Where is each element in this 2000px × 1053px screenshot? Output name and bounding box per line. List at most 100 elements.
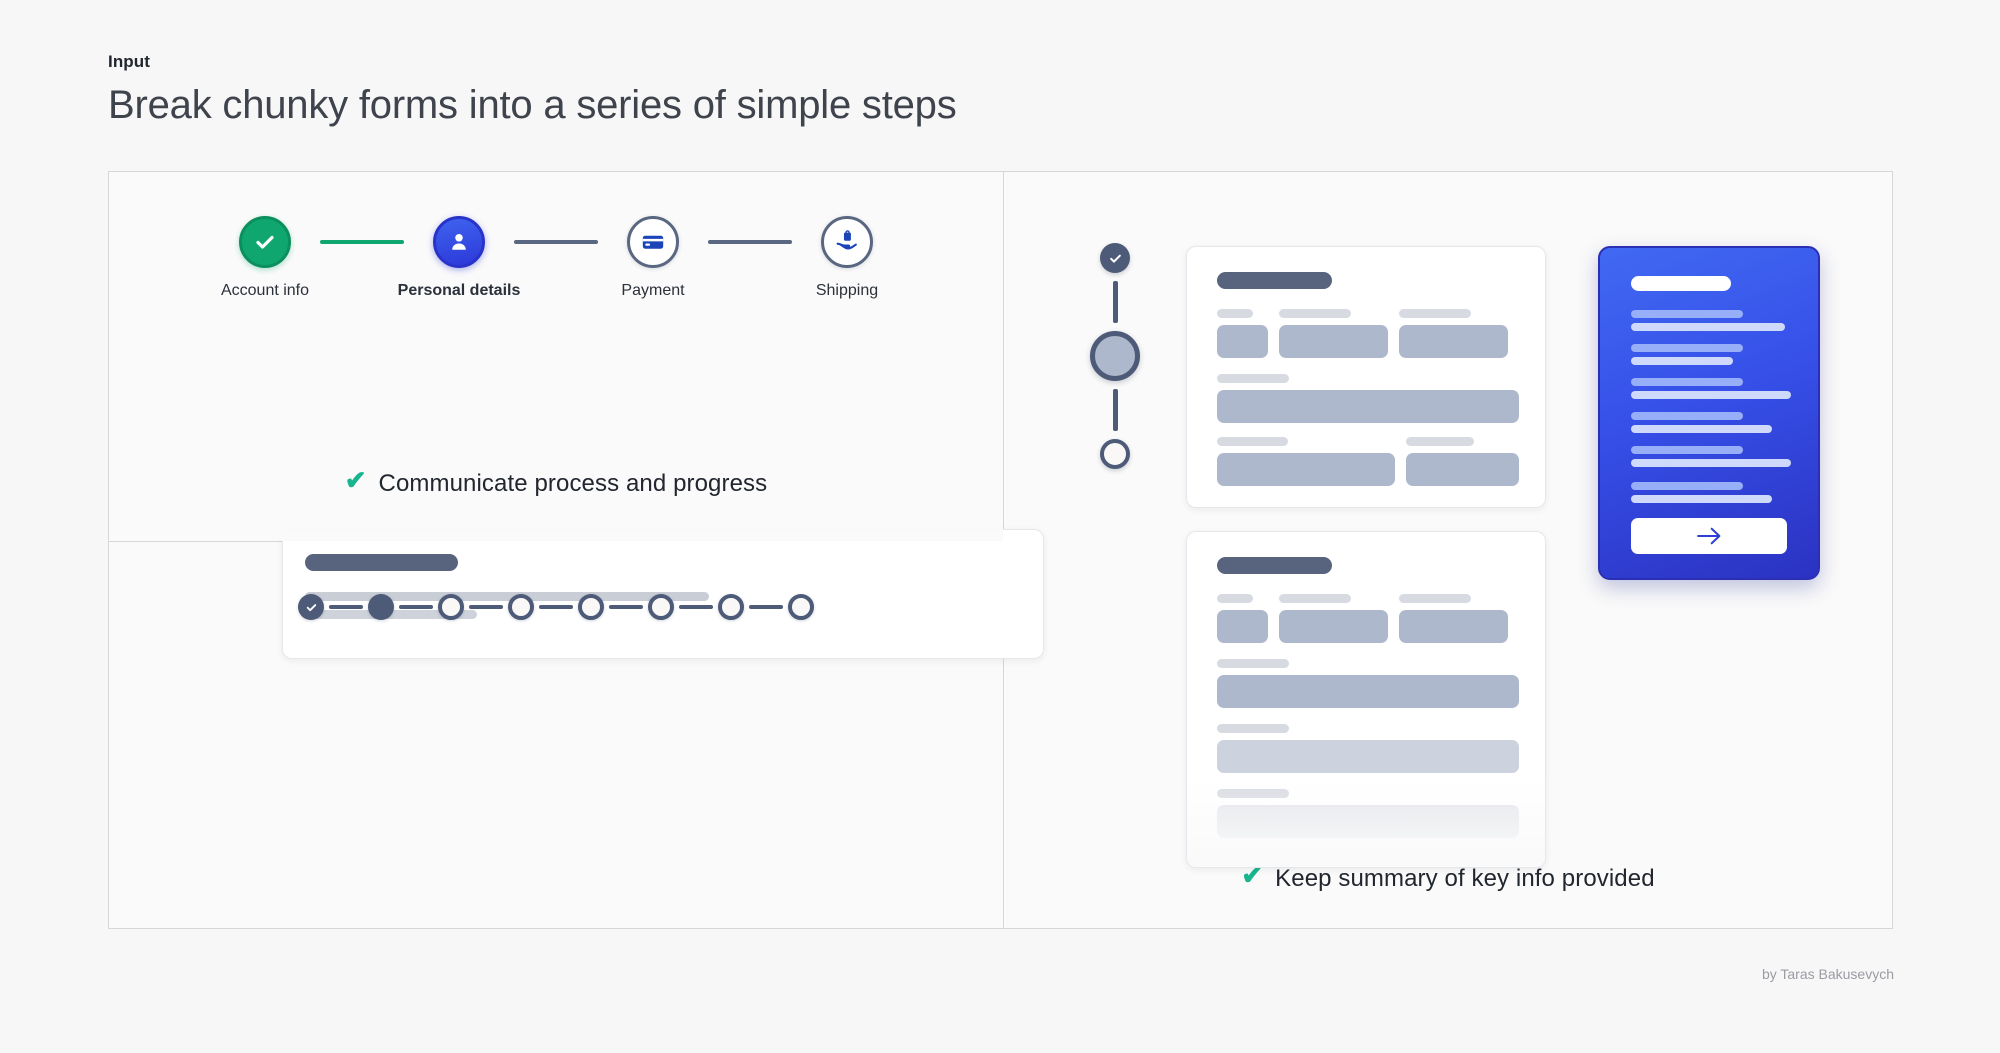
connector-segment bbox=[469, 605, 503, 609]
eyebrow-label: Input bbox=[108, 52, 151, 71]
field-row bbox=[1217, 724, 1519, 773]
skeleton-title-bar bbox=[305, 554, 458, 571]
step-circle-active[interactable] bbox=[433, 216, 485, 268]
step-label: Shipping bbox=[815, 282, 879, 299]
vstep-dot-current[interactable] bbox=[1090, 331, 1140, 381]
skeleton-label bbox=[1217, 309, 1253, 318]
form-field[interactable] bbox=[1217, 325, 1269, 358]
card-line-strong bbox=[1631, 412, 1743, 420]
form-field[interactable] bbox=[1406, 453, 1519, 486]
vstep-dot-todo[interactable] bbox=[1100, 439, 1130, 469]
arrow-right-icon bbox=[1697, 527, 1721, 545]
skeleton-label bbox=[1399, 309, 1471, 318]
form-field[interactable] bbox=[1217, 610, 1269, 643]
step-shipping[interactable]: Shipping bbox=[792, 216, 902, 300]
summary-card-2 bbox=[1186, 531, 1546, 868]
step-label: Payment bbox=[621, 282, 685, 299]
step-personal-details[interactable]: Personal details bbox=[398, 216, 520, 300]
form-skeleton-card bbox=[282, 529, 1044, 659]
card-line-strong bbox=[1631, 344, 1743, 352]
form-field[interactable] bbox=[1217, 675, 1519, 708]
connector-segment bbox=[609, 605, 643, 609]
caption-text: Keep summary of key info provided bbox=[1275, 865, 1655, 892]
connector-segment bbox=[399, 605, 433, 609]
page-header: Input Break chunky forms into a series o… bbox=[108, 52, 957, 128]
check-icon bbox=[1109, 254, 1121, 263]
card-line-strong bbox=[1631, 310, 1743, 318]
caption-keep-summary: ✔ Keep summary of key info provided bbox=[1004, 860, 1892, 898]
skeleton-label bbox=[1279, 594, 1352, 603]
step-payment[interactable]: Payment bbox=[598, 216, 708, 300]
card-title-bar bbox=[1631, 276, 1731, 291]
field-row bbox=[1217, 789, 1519, 838]
panel-communicate-progress: Account info Personal details bbox=[109, 172, 1044, 659]
skeleton-label bbox=[1217, 437, 1289, 446]
person-icon bbox=[452, 234, 466, 250]
horizontal-stepper: Account info Personal details bbox=[109, 216, 1003, 300]
connector-grey bbox=[708, 240, 792, 244]
step-dot-current[interactable] bbox=[368, 594, 394, 620]
form-field[interactable] bbox=[1399, 325, 1508, 358]
caption-communicate-progress: ✔ Communicate process and progress bbox=[109, 465, 1003, 503]
card-line-soft bbox=[1631, 425, 1772, 433]
shipping-hand-icon bbox=[836, 230, 857, 250]
skeleton-label bbox=[1217, 594, 1253, 603]
form-field[interactable] bbox=[1399, 610, 1508, 643]
step-dot-todo[interactable] bbox=[438, 594, 464, 620]
continue-button[interactable] bbox=[1631, 518, 1787, 554]
card-line-strong bbox=[1631, 446, 1743, 454]
card-line-soft bbox=[1631, 459, 1791, 467]
skeleton-label bbox=[1217, 789, 1290, 798]
vconnector-segment bbox=[1112, 389, 1118, 431]
form-field[interactable] bbox=[1217, 453, 1396, 486]
skeleton-label bbox=[1217, 659, 1290, 668]
card-line-soft bbox=[1631, 323, 1785, 331]
check-icon bbox=[256, 235, 274, 249]
skeleton-label bbox=[1217, 374, 1290, 383]
skeleton-label bbox=[1406, 437, 1474, 446]
skeleton-label bbox=[1217, 724, 1290, 733]
vconnector-segment bbox=[1112, 281, 1118, 323]
step-account-info[interactable]: Account info bbox=[210, 216, 320, 300]
skeleton-label bbox=[1399, 594, 1471, 603]
connector-segment bbox=[329, 605, 363, 609]
vstep-dot-done[interactable] bbox=[1100, 243, 1130, 273]
connector-green bbox=[320, 240, 404, 244]
card-line-strong bbox=[1631, 482, 1743, 490]
check-icon bbox=[306, 603, 316, 611]
step-dot-todo[interactable] bbox=[508, 594, 534, 620]
step-dot-done[interactable] bbox=[298, 594, 324, 620]
left-column: Account info Personal details bbox=[109, 172, 1044, 928]
step-circle-todo[interactable] bbox=[627, 216, 679, 268]
field-row bbox=[1217, 374, 1519, 423]
field-row bbox=[1217, 659, 1519, 708]
step-circle-todo[interactable] bbox=[821, 216, 873, 268]
connector-segment bbox=[539, 605, 573, 609]
connector-segment bbox=[749, 605, 783, 609]
form-field[interactable] bbox=[1279, 610, 1389, 643]
step-dot-todo[interactable] bbox=[648, 594, 674, 620]
step-dot-todo[interactable] bbox=[788, 594, 814, 620]
field-row bbox=[1217, 309, 1519, 358]
panel-too-many-steps: ✕ The more steps included, the greater t… bbox=[109, 542, 1003, 928]
caption-text: Communicate process and progress bbox=[378, 470, 768, 497]
card-line-strong bbox=[1631, 378, 1743, 386]
step-label: Account info bbox=[220, 282, 310, 299]
field-row bbox=[1217, 594, 1519, 643]
step-circle-done[interactable] bbox=[239, 216, 291, 268]
skeleton-line bbox=[305, 592, 709, 601]
form-field[interactable] bbox=[1217, 805, 1519, 838]
card-line-soft bbox=[1631, 391, 1791, 399]
summary-card-1 bbox=[1186, 246, 1546, 508]
step-dot-todo[interactable] bbox=[718, 594, 744, 620]
card-line-soft bbox=[1631, 357, 1734, 365]
check-icon: ✔ bbox=[344, 465, 367, 495]
step-dot-todo[interactable] bbox=[578, 594, 604, 620]
form-field[interactable] bbox=[1279, 325, 1389, 358]
progress-summary-card bbox=[1598, 246, 1820, 580]
vertical-stepper bbox=[1090, 243, 1140, 469]
form-field[interactable] bbox=[1217, 390, 1519, 423]
page-title: Break chunky forms into a series of simp… bbox=[108, 83, 957, 127]
form-field[interactable] bbox=[1217, 740, 1519, 773]
